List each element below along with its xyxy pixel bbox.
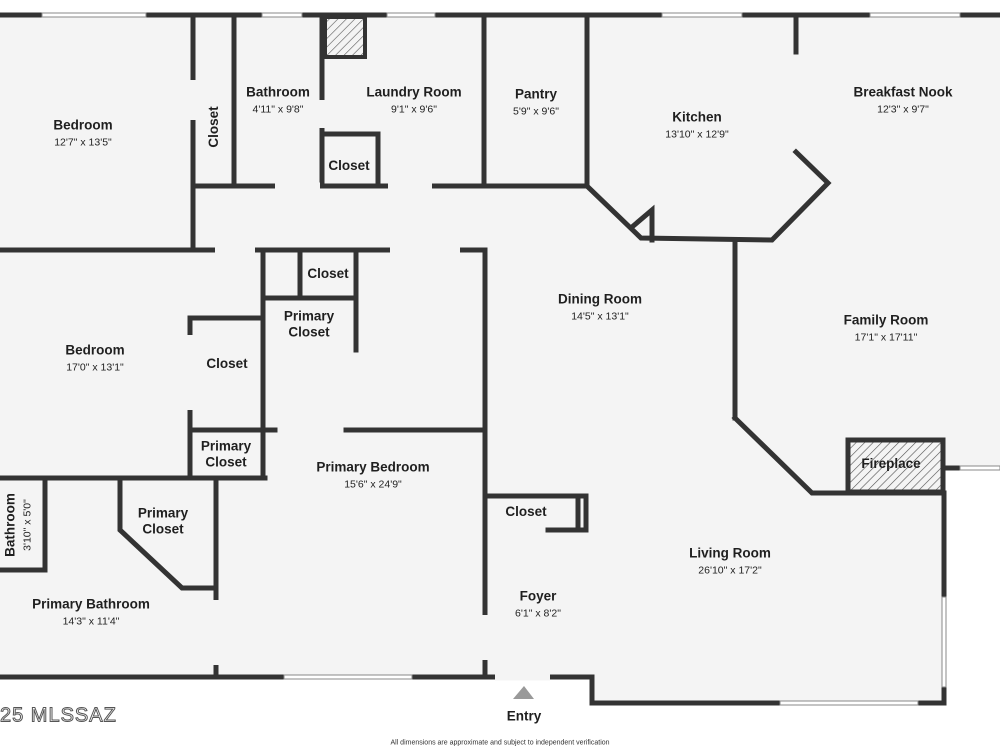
room-pantry: Pantry 5'9" x 9'6" (513, 87, 559, 118)
room-dims: 12'3" x 9'7" (877, 103, 929, 116)
room-dims: 3'10" x 5'0" (21, 499, 34, 551)
room-closet-vertical: Closet (206, 106, 222, 147)
room-closet-mid: Closet (206, 356, 247, 372)
room-laundry: Laundry Room 9'1" x 9'6" (366, 85, 461, 116)
room-family-room: Family Room 17'1" x 17'11" (844, 313, 929, 344)
room-bedroom-mid: Bedroom 17'0" x 13'1" (65, 343, 124, 374)
room-name: Closet (307, 266, 349, 282)
room-closet-foyer: Closet (505, 504, 546, 520)
room-name: Foyer (519, 588, 557, 604)
room-primary-closet-c: Primary Closet (127, 505, 199, 536)
room-dims: 14'3" x 11'4" (62, 615, 120, 628)
room-dining-room: Dining Room 14'5" x 13'1" (558, 292, 642, 323)
door-openings (186, 80, 550, 681)
disclaimer: All dimensions are approximate and subje… (390, 739, 610, 747)
room-dims: 9'1" x 9'6" (391, 103, 437, 116)
room-name: Primary Closet (137, 505, 189, 536)
room-bedroom-top: Bedroom 12'7" x 13'5" (53, 118, 112, 149)
room-primary-bathroom: Primary Bathroom 14'3" x 11'4" (32, 597, 150, 628)
room-name: Closet (206, 356, 248, 372)
room-dims: 14'5" x 13'1" (571, 310, 629, 323)
room-name: Fireplace (861, 456, 921, 472)
walls (0, 12, 1000, 706)
room-dims: 12'7" x 13'5" (54, 136, 112, 149)
room-name: Laundry Room (366, 84, 462, 100)
room-primary-closet-b: Primary Closet (190, 438, 262, 469)
room-fireplace: Fireplace (861, 456, 920, 472)
room-bathroom-small: Bathroom 3'10" x 5'0" (3, 493, 34, 557)
entry-label: Entry (506, 708, 542, 724)
windows (41, 12, 1000, 706)
room-dims: 26'10" x 17'2" (698, 564, 762, 577)
room-primary-closet-a: Primary Closet (273, 308, 345, 339)
room-name: Primary Closet (200, 438, 252, 469)
room-name: Bathroom (2, 493, 18, 557)
room-dims: 6'1" x 8'2" (515, 607, 561, 620)
room-name: Closet (328, 158, 370, 174)
room-name: Primary Closet (283, 308, 335, 339)
room-name: Closet (206, 106, 222, 148)
room-name: Primary Bedroom (316, 459, 430, 475)
room-dims: 13'10" x 12'9" (665, 128, 729, 141)
floor-area (0, 15, 1000, 703)
room-name: Living Room (689, 545, 771, 561)
room-living-room: Living Room 26'10" x 17'2" (689, 546, 771, 577)
room-dims: 4'11" x 9'8" (252, 103, 304, 116)
room-name: Primary Bathroom (32, 596, 150, 612)
room-closet-top-small: Closet (307, 266, 348, 282)
room-laundry-closet: Closet (328, 158, 369, 174)
room-dims: 17'1" x 17'11" (854, 331, 918, 344)
room-name: Dining Room (558, 291, 642, 307)
room-name: Bedroom (65, 342, 125, 358)
room-dims: 5'9" x 9'6" (513, 105, 559, 118)
room-dims: 15'6" x 24'9" (344, 478, 402, 491)
room-primary-bedroom: Primary Bedroom 15'6" x 24'9" (316, 460, 429, 491)
room-name: Breakfast Nook (853, 84, 953, 100)
room-name: Closet (505, 504, 547, 520)
watermark: 25 MLSSAZ (0, 704, 117, 727)
room-name: Bedroom (53, 117, 113, 133)
room-name: Kitchen (672, 109, 722, 125)
room-kitchen: Kitchen 13'10" x 12'9" (665, 110, 728, 141)
room-foyer: Foyer 6'1" x 8'2" (515, 589, 561, 620)
room-dims: 17'0" x 13'1" (66, 361, 124, 374)
room-name: Pantry (514, 86, 558, 102)
entry-arrow-icon (513, 686, 534, 699)
room-breakfast-nook: Breakfast Nook 12'3" x 9'7" (853, 85, 952, 116)
room-name: Bathroom (246, 84, 310, 100)
room-bathroom: Bathroom 4'11" x 9'8" (246, 85, 310, 116)
room-name: Family Room (843, 312, 929, 328)
